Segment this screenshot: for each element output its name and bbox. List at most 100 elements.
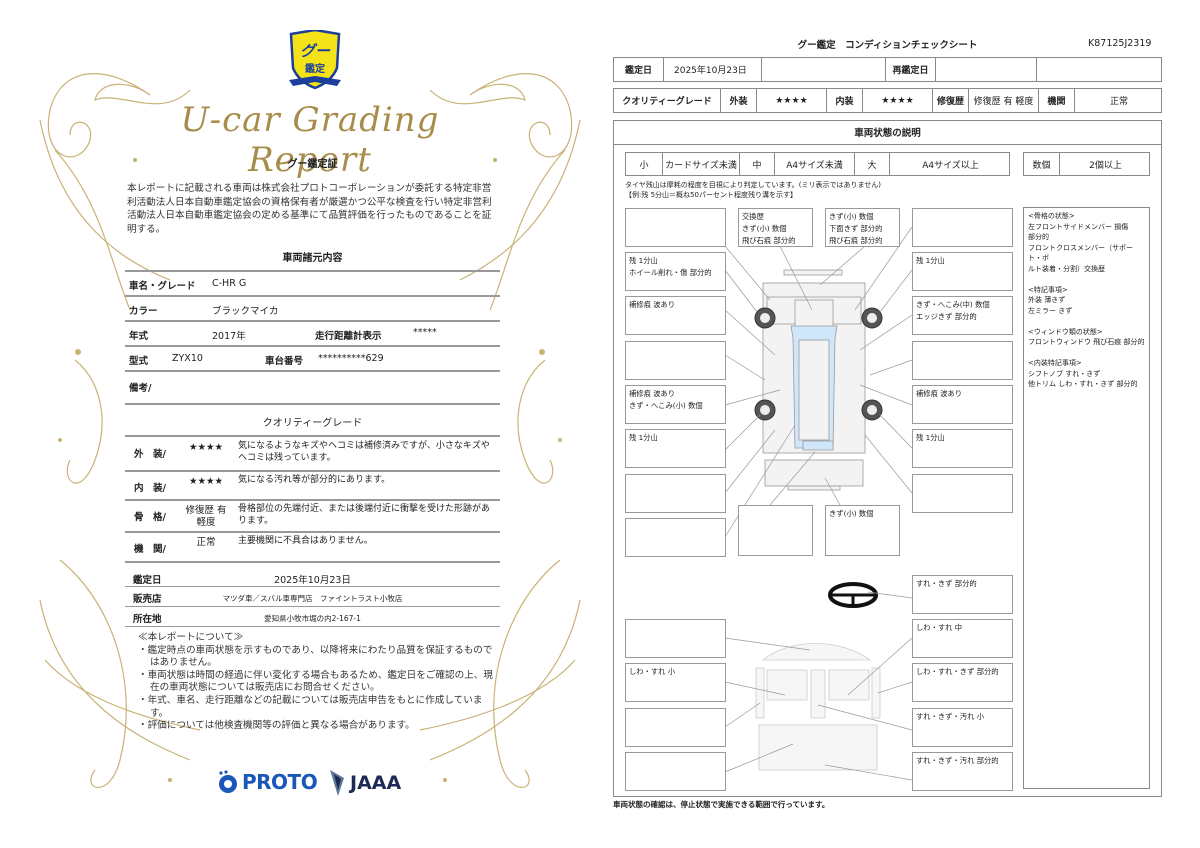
callout-box: しわ・すれ・きず 部分的 (912, 663, 1013, 702)
sheet-title: グー鑑定 コンディションチェックシート (797, 40, 978, 51)
date-row: 鑑定日 2025年10月23日 再鑑定日 (613, 57, 1162, 82)
callout-line: きず・へこみ(小) 数個 (629, 401, 703, 410)
year-label: 年式 (129, 331, 149, 342)
remarks-box: <骨格の状態> 左フロントサイドメンバー 損傷部分的フロントクロスメンバー（サポー… (1023, 207, 1150, 789)
divider (125, 499, 500, 501)
jaaa-logo: JAAA (328, 768, 401, 798)
cert-title: グー鑑定証 (287, 159, 338, 170)
repair-label: 修復歴 (933, 89, 969, 112)
remark-line (1028, 316, 1145, 327)
ext-value: ★★★★ (757, 89, 827, 112)
shop-value: マツダ車／スバル車専門店 ファイントラスト小牧店 (222, 594, 403, 603)
footer-note: 車両状態の確認は、停止状態で実施できる範囲で行っています。 (613, 800, 830, 809)
count-legend: 数個 2個以上 (1023, 152, 1150, 176)
callout-box: すれ・きず 部分的 (912, 575, 1013, 614)
tire-example: 【例:残 5分山＝概ね50パーセント程度残り溝を示す】 (625, 191, 797, 199)
grade-title: クオリティーグレード (262, 418, 363, 429)
callout-line: ホイール削れ・傷 部分的 (629, 268, 712, 277)
callout-box: きず(小) 数個 (825, 505, 900, 556)
year-value: 2017年 (212, 331, 246, 342)
remark-line: 左ミラー きず (1028, 306, 1073, 315)
callout-line: すれ・きず・汚れ 部分的 (916, 756, 999, 765)
divider (125, 370, 500, 372)
callout-line: きず・へこみ(中) 数個 (916, 300, 990, 309)
divider (125, 295, 500, 297)
grade-value: 正常 (196, 537, 216, 548)
remark-line: 部分的 (1028, 233, 1049, 241)
grade-label: 骨 格/ (134, 512, 166, 523)
callout-line: しわ・すれ・きず 部分的 (916, 667, 999, 676)
date-value: 2025年10月23日 (274, 575, 351, 586)
callout-line: 飛び石痕 部分的 (742, 236, 796, 245)
chassis-value: **********629 (318, 353, 384, 364)
date-label: 鑑定日 (614, 58, 664, 81)
size-legend-cell: 大 (855, 153, 890, 175)
callout-box (912, 474, 1013, 513)
size-legend-cell: 中 (740, 153, 775, 175)
divider (125, 606, 500, 607)
grade-label: 内 装/ (134, 483, 166, 494)
color-label: カラー (129, 306, 158, 317)
callout-box: 残 1分山 (625, 429, 726, 468)
callout-line: しわ・すれ 中 (916, 623, 963, 632)
callout-box (625, 341, 726, 380)
model-value: ZYX10 (172, 353, 203, 364)
callout-line: 補修痕 波あり (916, 389, 963, 398)
remark-line: <骨格の状態> (1028, 212, 1075, 220)
engine-value: 正常 (1109, 97, 1128, 107)
callout-box: すれ・きず・汚れ 部分的 (912, 752, 1013, 791)
callout-line: きず(小) 数個 (829, 509, 874, 518)
count-label: 数個 (1024, 153, 1060, 175)
proto-logo: PROTO (217, 770, 318, 794)
grade-label: 機 関/ (134, 544, 166, 555)
callout-line: 残 1分山 (916, 433, 945, 442)
callout-line: 残 1分山 (916, 256, 945, 265)
callout-box: きず・へこみ(中) 数個エッジきず 部分的 (912, 296, 1013, 335)
tire-note: タイヤ残山は摩耗の程度を目視により判定しています。(ミリ表示ではありません) (625, 181, 881, 189)
color-value: ブラックマイカ (212, 306, 279, 317)
callout-line: 残 1分山 (629, 256, 658, 265)
repair-value: 修復歴 有 軽度 (969, 89, 1039, 112)
callout-box: 残 1分山 (912, 252, 1013, 291)
callout-box: しわ・すれ 小 (625, 663, 726, 702)
engine-label: 機関 (1039, 89, 1075, 112)
divider (125, 270, 500, 272)
svg-text:鑑定: 鑑定 (305, 62, 325, 75)
remark-line (1028, 348, 1145, 359)
goo-kantei-logo: グー 鑑定 (287, 28, 343, 90)
remark-line: 左フロントサイドメンバー 損傷 (1028, 222, 1129, 231)
callout-line: 下面きず 部分的 (829, 224, 883, 233)
callout-line: 交換歴 (742, 212, 764, 221)
remark-line: 外装 薄きず (1028, 296, 1066, 304)
divider (125, 435, 500, 437)
callout-box: しわ・すれ 中 (912, 619, 1013, 658)
grade-value: ★★★★ (188, 476, 224, 487)
remark-line: <ウィンドウ類の状態> (1028, 327, 1103, 336)
divider (125, 320, 500, 322)
callout-line: すれ・きず・汚れ 小 (916, 712, 984, 721)
remark-line: <内装特記事項> (1028, 359, 1082, 367)
date-value: 2025年10月23日 (664, 58, 762, 81)
remark-line: フロントクロスメンバー（サポート・ボ (1028, 243, 1133, 263)
specs-title: 車両諸元内容 (282, 253, 343, 264)
empty-cell (762, 58, 886, 81)
divider (125, 403, 500, 405)
odo-value: ***** (413, 327, 437, 338)
note-item: ・評価については他検査機関等の評価と異なる場合があります。 (138, 720, 415, 732)
name-label: 車名・グレード (129, 281, 196, 292)
date-label: 鑑定日 (133, 575, 162, 586)
grade-desc: 骨格部位の先端付近、または後端付近に衝撃を受けた形跡があります。 (238, 504, 491, 526)
remark-line (1028, 274, 1145, 285)
callout-line: 補修痕 波あり (629, 389, 676, 398)
callout-box: 補修痕 波あり (912, 385, 1013, 424)
size-legend-cell: カードサイズ未満 (663, 153, 740, 175)
note-item: ・鑑定時点の車両状態を示すものであり、以降将来にわたり品質を保証するものではあり… (138, 644, 493, 669)
report-notes: ≪本レポートについて≫ ・鑑定時点の車両状態を示すものであり、以降将来にわたり品… (138, 632, 498, 733)
grade-desc: 主要機関に不具合はありません。 (238, 536, 373, 546)
int-value: ★★★★ (863, 89, 933, 112)
callout-box (625, 708, 726, 747)
size-legend-cell: A4サイズ未満 (775, 153, 855, 175)
callout-line: 残 1分山 (629, 433, 658, 442)
divider (125, 586, 500, 587)
callout-box (625, 474, 726, 513)
